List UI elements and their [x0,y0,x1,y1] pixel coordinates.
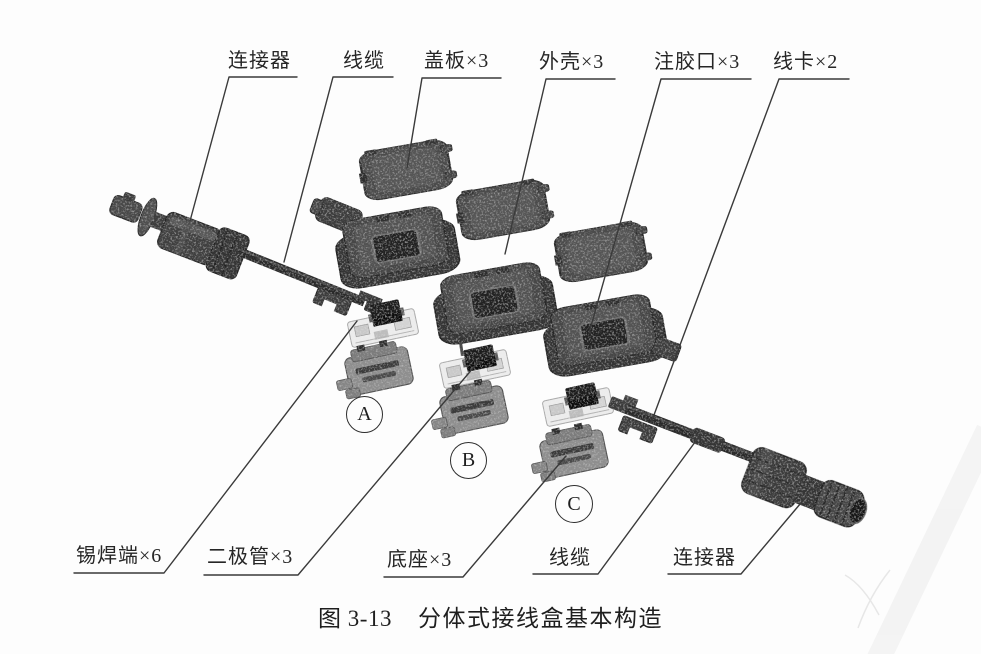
figure-title: 分体式接线盒基本构造 [417,606,663,631]
leader-solder-terminal [73,320,358,574]
group-letter-c: C [555,485,593,523]
connector-left-graphic [109,192,250,280]
leader-base [383,455,567,578]
cable-right-graphic [608,394,770,469]
figure-caption: 图 3-13 分体式接线盒基本构造 [0,599,981,633]
base-a-graphic [329,335,416,402]
leader-cover-plate [406,77,502,169]
cover-plate-3-graphic [549,217,655,286]
wire-clip-1-graphic [312,287,352,316]
cover-plate-1-graphic [354,135,460,204]
leader-connector-left [189,76,298,222]
callout-label-connector-right: 连接器 [673,547,736,569]
cover-plate-2-graphic [451,175,557,244]
callout-label-cover-plate: 盖板×3 [424,50,490,72]
group-letter-a: A [346,396,383,433]
paper-smudge [844,424,981,654]
leader-cable-right [532,433,702,575]
junction-box-parts [109,135,868,528]
pin-b-graphic [457,337,464,357]
leader-glue-port [588,78,752,334]
callout-label-cable-right: 线缆 [549,547,591,569]
callout-label-diode: 二极管×3 [207,546,294,568]
wire-clip-2-graphic [618,415,658,444]
callout-label-cable-left: 线缆 [343,50,385,72]
callout-label-base: 底座×3 [387,549,453,571]
leader-shell [504,78,616,255]
group-letter-b: B [450,442,487,479]
leader-cable-left [283,76,394,263]
leader-connector-right [667,496,807,575]
shell-1-graphic [309,197,463,293]
callout-label-connector-left: 连接器 [228,50,291,72]
shell-3-graphic [538,289,682,381]
base-b-graphic [424,374,511,441]
callout-label-solder-terminal: 锡焊端×6 [76,545,163,567]
callout-label-wire-clip: 线卡×2 [773,51,839,73]
callout-label-glue-port: 注胶口×3 [654,51,741,73]
figure-number: 图 3-13 [318,606,392,631]
leader-diode [203,360,480,576]
connector-right-graphic [741,447,868,528]
leader-wire-clip [650,78,850,424]
cable-left-graphic [236,247,389,318]
base-c-graphic [524,418,611,485]
callout-label-shell: 外壳×3 [539,51,605,73]
